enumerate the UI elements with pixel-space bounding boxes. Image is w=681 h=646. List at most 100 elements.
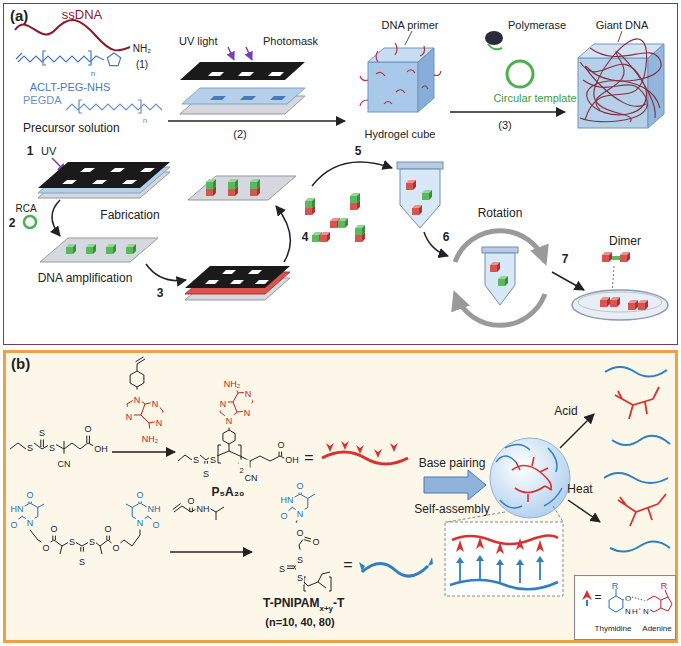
- released-cubes: [320, 232, 330, 242]
- atom-label: N: [137, 518, 144, 528]
- label-holder: N: [243, 403, 252, 420]
- stimulus-arrow: [560, 414, 600, 522]
- polymer-cartoon: [428, 557, 433, 566]
- giant-dna-cube: [580, 39, 661, 122]
- t-pnipam-structure: [287, 568, 294, 569]
- atom-label: N: [245, 389, 252, 399]
- label-holder: O: [135, 485, 144, 502]
- label-holder: HN: [10, 499, 25, 516]
- released-cubes: [305, 193, 365, 242]
- label-holder: N: [219, 394, 228, 411]
- pegda-structure: [66, 104, 162, 110]
- tube: [422, 190, 432, 200]
- mask-plate: [80, 168, 95, 172]
- amplified-plate: [86, 244, 96, 254]
- atom-label: HN: [281, 495, 294, 505]
- released-cubes: [305, 198, 315, 208]
- micelle: [548, 448, 557, 472]
- polymer-cartoon: [374, 449, 382, 458]
- label-holder: O: [295, 523, 304, 540]
- aclt-peg-nhs-structure: [107, 53, 120, 66]
- adenine-monomer: [130, 371, 144, 387]
- mask-plate: [38, 162, 170, 188]
- atom-label: CN: [58, 459, 71, 469]
- dimer-dish: [572, 290, 668, 320]
- p5a20-structure: [223, 430, 235, 444]
- dimer-dish: [600, 297, 610, 307]
- label-holder: NH₂: [223, 374, 242, 391]
- amplified-plate: [106, 244, 116, 254]
- figure-label: DNA primer: [382, 19, 439, 31]
- nipam-monomer: [170, 504, 252, 552]
- atom-label: S: [27, 443, 33, 453]
- label-holder: N: [244, 384, 253, 401]
- atom-label: S: [203, 469, 209, 479]
- figure-label: Base pairing: [419, 456, 486, 470]
- figure-label: T-PNIPAM: [263, 596, 319, 610]
- label-holder: 3: [156, 284, 165, 301]
- label-holder: S: [296, 550, 304, 567]
- label-holder: R: [660, 576, 669, 593]
- atom-label: S: [69, 537, 75, 547]
- label-holder: 5: [354, 142, 363, 159]
- label-holder: S: [48, 438, 56, 455]
- base-pair-key: [609, 596, 623, 612]
- thymine-cta-structure: [17, 497, 153, 521]
- photomask-setup: [268, 72, 284, 76]
- label-holder: S: [192, 450, 200, 467]
- atom-label: S: [89, 537, 95, 547]
- label-holder: DNA amplification: [37, 269, 134, 286]
- t-pnipam-structure: [304, 540, 311, 542]
- atom-label: N: [244, 408, 251, 418]
- key-text: Adenine: [642, 625, 671, 633]
- label-holder: Heat: [566, 480, 593, 497]
- figure-label: =: [304, 449, 313, 466]
- atom-label: O: [136, 490, 143, 500]
- t-pnipam-structure: [308, 494, 315, 499]
- hydrogel-cube: [376, 72, 385, 76]
- nipam-monomer: [170, 551, 252, 553]
- polymer-cartoon: [326, 443, 334, 452]
- label-holder: N: [642, 601, 650, 618]
- label-holder: RCA: [14, 199, 37, 216]
- figure-label: ssDNA: [62, 7, 102, 22]
- cta-structure: [112, 451, 175, 453]
- label-holder: S: [78, 552, 86, 569]
- label-holder: P₅A₂₀: [211, 483, 246, 500]
- photomask-setup: [208, 72, 224, 76]
- polymer-cartoon: [322, 452, 408, 464]
- label-holder: 1: [26, 142, 35, 159]
- figure-label: Polymerase: [508, 19, 566, 31]
- atom-label: HN: [11, 504, 24, 514]
- second-layer-plate: [185, 266, 290, 288]
- hydrogel-cube: [407, 70, 415, 73]
- hydrogel-cube: [405, 31, 412, 45]
- zoom-inset: [445, 522, 563, 596]
- hydrogel-cube: [418, 48, 434, 112]
- figure-label: 2: [9, 216, 16, 230]
- t-pnipam-structure: [304, 537, 311, 539]
- zoom-inset: [445, 506, 563, 596]
- released-cubes: [355, 225, 365, 235]
- amplified-plate: [40, 238, 158, 262]
- mask-plate: [140, 168, 155, 172]
- giant-dna-cube: [648, 44, 664, 128]
- atom-label: H: [632, 607, 638, 616]
- zoom-inset: [519, 563, 521, 583]
- atom-label: S: [39, 428, 45, 438]
- amplified-plate: [66, 244, 76, 254]
- atom-label: S: [193, 455, 199, 465]
- cycle-arrow: [312, 162, 392, 186]
- label-holder: =: [593, 588, 602, 605]
- base-pair-key: [576, 577, 675, 639]
- assembly-arrow: [424, 470, 486, 500]
- photomask-setup: [180, 62, 305, 80]
- label-holder: (2): [232, 125, 247, 142]
- disassembled-chains: [604, 367, 670, 552]
- giant-dna-cube: [580, 80, 647, 122]
- aclt-peg-nhs-structure: [16, 53, 22, 59]
- t-pnipam-structure: [288, 508, 292, 512]
- polymer-cartoon: [390, 443, 398, 452]
- janus-cube-plate: [206, 179, 216, 189]
- label-holder: =: [342, 557, 353, 574]
